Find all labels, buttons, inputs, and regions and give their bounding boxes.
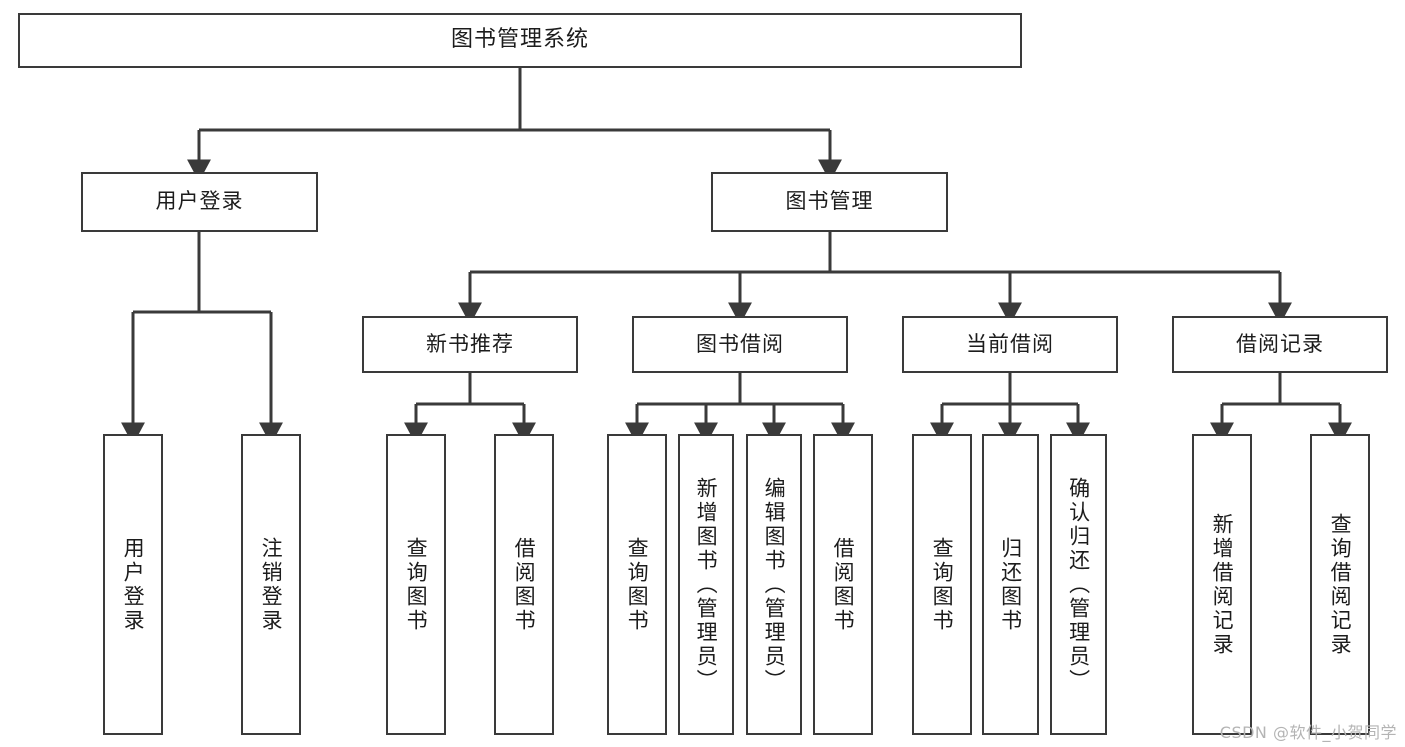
node-new-book-recommend[interactable]: 新书推荐: [362, 316, 578, 373]
node-label: 查询借阅记录: [1328, 512, 1353, 657]
leaf-return-book[interactable]: 归还图书: [982, 434, 1039, 735]
node-label: 图书管理: [785, 189, 874, 214]
node-label: 注销登录: [259, 536, 284, 633]
leaf-borrow-book-recommend[interactable]: 借阅图书: [494, 434, 554, 735]
leaf-edit-book-admin[interactable]: 编辑图书（管理员）: [746, 434, 802, 735]
node-label: 确认归还（管理员）: [1066, 476, 1091, 693]
csdn-watermark: CSDN @软件_小贺同学: [1219, 723, 1397, 742]
leaf-query-book-recommend[interactable]: 查询图书: [386, 434, 446, 735]
node-book-borrow[interactable]: 图书借阅: [632, 316, 848, 373]
node-label: 用户登录: [155, 189, 244, 214]
node-label: 归还图书: [998, 536, 1023, 633]
node-borrow-record[interactable]: 借阅记录: [1172, 316, 1388, 373]
node-label: 新增借阅记录: [1210, 512, 1235, 657]
leaf-user-login[interactable]: 用户登录: [103, 434, 163, 735]
leaf-borrow-book-borrow[interactable]: 借阅图书: [813, 434, 873, 735]
leaf-query-book-borrow[interactable]: 查询图书: [607, 434, 667, 735]
node-label: 图书借阅: [696, 331, 784, 356]
node-label: 查询图书: [625, 536, 650, 633]
leaf-logout-login[interactable]: 注销登录: [241, 434, 301, 735]
leaf-query-book-current[interactable]: 查询图书: [912, 434, 972, 735]
node-label: 借阅图书: [512, 536, 537, 633]
node-label: 当前借阅: [966, 331, 1054, 356]
node-root-book-management-system[interactable]: 图书管理系统: [18, 13, 1022, 68]
node-label: 新增图书（管理员）: [694, 476, 719, 693]
node-book-management[interactable]: 图书管理: [711, 172, 948, 232]
node-label: 用户登录: [121, 536, 146, 633]
leaf-add-borrow-record[interactable]: 新增借阅记录: [1192, 434, 1252, 735]
node-label: 图书管理系统: [450, 27, 589, 53]
node-label: 查询图书: [930, 536, 955, 633]
node-label: 查询图书: [404, 536, 429, 633]
node-label: 借阅图书: [831, 536, 856, 633]
leaf-add-book-admin[interactable]: 新增图书（管理员）: [678, 434, 734, 735]
leaf-query-borrow-record[interactable]: 查询借阅记录: [1310, 434, 1370, 735]
leaf-confirm-return-admin[interactable]: 确认归还（管理员）: [1050, 434, 1107, 735]
node-label: 新书推荐: [426, 331, 514, 356]
node-current-borrow[interactable]: 当前借阅: [902, 316, 1118, 373]
node-label: 编辑图书（管理员）: [762, 476, 787, 693]
node-user-login[interactable]: 用户登录: [81, 172, 318, 232]
node-label: 借阅记录: [1236, 331, 1324, 356]
